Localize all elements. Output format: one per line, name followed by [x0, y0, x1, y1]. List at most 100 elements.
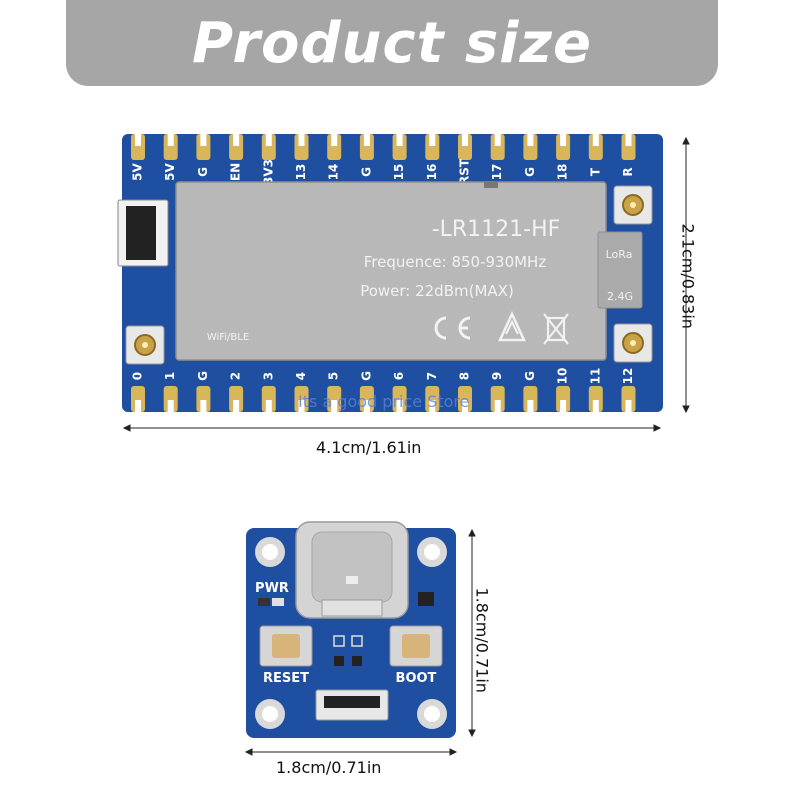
wifi-tag: WiFi/BLE	[207, 332, 249, 343]
mounting-hole	[255, 537, 285, 567]
top-pin-label: 3V3	[261, 159, 275, 185]
bottom-header-pad	[261, 386, 276, 412]
top-header-pad	[294, 134, 309, 160]
fpc-slot	[126, 206, 156, 260]
bottom-header-pad	[490, 386, 505, 412]
lora-tag: LoRa	[606, 248, 633, 261]
smd-pad	[351, 635, 363, 647]
bottom-header-hole	[560, 400, 567, 412]
bottom-pin-label: 8	[458, 372, 472, 380]
bottom-header-hole	[200, 400, 207, 412]
boot-button	[389, 625, 443, 667]
boot-label: BOOT	[396, 671, 437, 686]
top-header-hole	[527, 134, 534, 146]
top-header-hole	[429, 134, 436, 146]
usb-board-fpc-connector	[315, 689, 389, 721]
title-banner: Product size	[66, 0, 718, 86]
top-header-hole	[200, 134, 207, 146]
pwr-led	[258, 598, 270, 606]
top-header-pad	[621, 134, 636, 160]
usb-board-width-dimension	[244, 748, 458, 756]
top-header-hole	[233, 134, 240, 146]
bottom-header-pad	[163, 386, 178, 412]
bottom-header-hole	[396, 400, 403, 412]
top-header-hole	[265, 134, 272, 146]
bottom-header-hole	[527, 400, 534, 412]
main-board-height-dimension	[682, 136, 690, 414]
bottom-header-pad	[359, 386, 374, 412]
bottom-header-hole	[331, 400, 338, 412]
top-header-pad	[556, 134, 571, 160]
top-pin-label: 16	[425, 164, 439, 181]
top-header-pad	[425, 134, 440, 160]
bottom-pin-label: 0	[131, 372, 145, 380]
smd-component	[334, 656, 344, 666]
usb-board-width-label: 1.8cm/0.71in	[276, 758, 382, 777]
bottom-pin-label: G	[196, 371, 210, 381]
main-board-height-label: 2.1cm/0.83in	[678, 223, 698, 329]
reset-label: RESET	[263, 671, 309, 686]
module-frequency: Frequence: 850-930MHz	[364, 253, 547, 271]
top-header-hole	[494, 134, 501, 146]
top-header-pad	[261, 134, 276, 160]
bottom-header-hole	[494, 400, 501, 412]
top-header-pad	[490, 134, 505, 160]
mounting-hole	[417, 537, 447, 567]
bottom-header-hole	[592, 400, 599, 412]
top-pin-label: EN	[229, 163, 243, 181]
bottom-header-pad	[392, 386, 407, 412]
top-header-pad	[458, 134, 472, 160]
bottom-pin-label: 10	[556, 368, 570, 385]
bottom-header-pad	[425, 386, 440, 412]
bottom-header-pad	[621, 386, 636, 412]
top-header-pad	[163, 134, 178, 160]
top-pin-label: T	[588, 167, 602, 176]
top-pin-label: G	[359, 167, 373, 177]
bottom-pin-label: 5	[327, 372, 341, 380]
top-pin-label: RST	[458, 158, 472, 185]
bottom-header-hole	[265, 400, 272, 412]
bottom-pin-label: 4	[294, 372, 308, 380]
store-watermark: Its a good price Store	[298, 392, 470, 411]
banner-title: Product size	[192, 10, 592, 76]
top-pin-label: 17	[490, 164, 504, 181]
bottom-header-hole	[167, 400, 174, 412]
usb-c-connector	[295, 521, 409, 619]
rf-module-tab	[597, 231, 643, 309]
pwr-label: PWR	[255, 581, 289, 596]
top-header-hole	[331, 134, 338, 146]
top-header-hole	[592, 134, 599, 146]
bottom-header-hole	[625, 400, 632, 412]
bottom-header-pad	[458, 386, 472, 412]
top-pin-label: 15	[392, 164, 406, 181]
bottom-pin-label: 7	[425, 372, 439, 380]
module-model: -LR1121-HF	[432, 217, 561, 242]
top-header-pad	[588, 134, 603, 160]
bottom-pin-label: 6	[392, 372, 406, 380]
main-board-width-dimension	[122, 424, 662, 432]
top-pin-label: 18	[556, 164, 570, 181]
antenna-connector-top-right	[613, 185, 653, 225]
bottom-header-pad	[196, 386, 211, 412]
bottom-pin-label: G	[359, 371, 373, 381]
bottom-header-hole	[233, 400, 240, 412]
bottom-header-pad	[523, 386, 538, 412]
top-header-pad	[229, 134, 244, 160]
bottom-pin-label: 12	[621, 368, 635, 385]
top-header-hole	[396, 134, 403, 146]
top-pin-label: 5V	[163, 162, 177, 180]
bottom-pin-label: 2	[229, 372, 243, 380]
smd-component	[352, 656, 362, 666]
top-header-pad	[131, 134, 145, 160]
top-header-hole	[298, 134, 305, 146]
bottom-header-pad	[131, 386, 145, 412]
top-pin-label: R	[621, 167, 635, 176]
bottom-header-hole	[429, 400, 436, 412]
ce-mark-icon	[434, 316, 471, 340]
bottom-header-pad	[229, 386, 244, 412]
top-pin-label: 14	[327, 164, 341, 181]
bottom-header-pad	[556, 386, 571, 412]
main-board-width-label: 4.1cm/1.61in	[316, 438, 422, 457]
reset-button	[259, 625, 313, 667]
